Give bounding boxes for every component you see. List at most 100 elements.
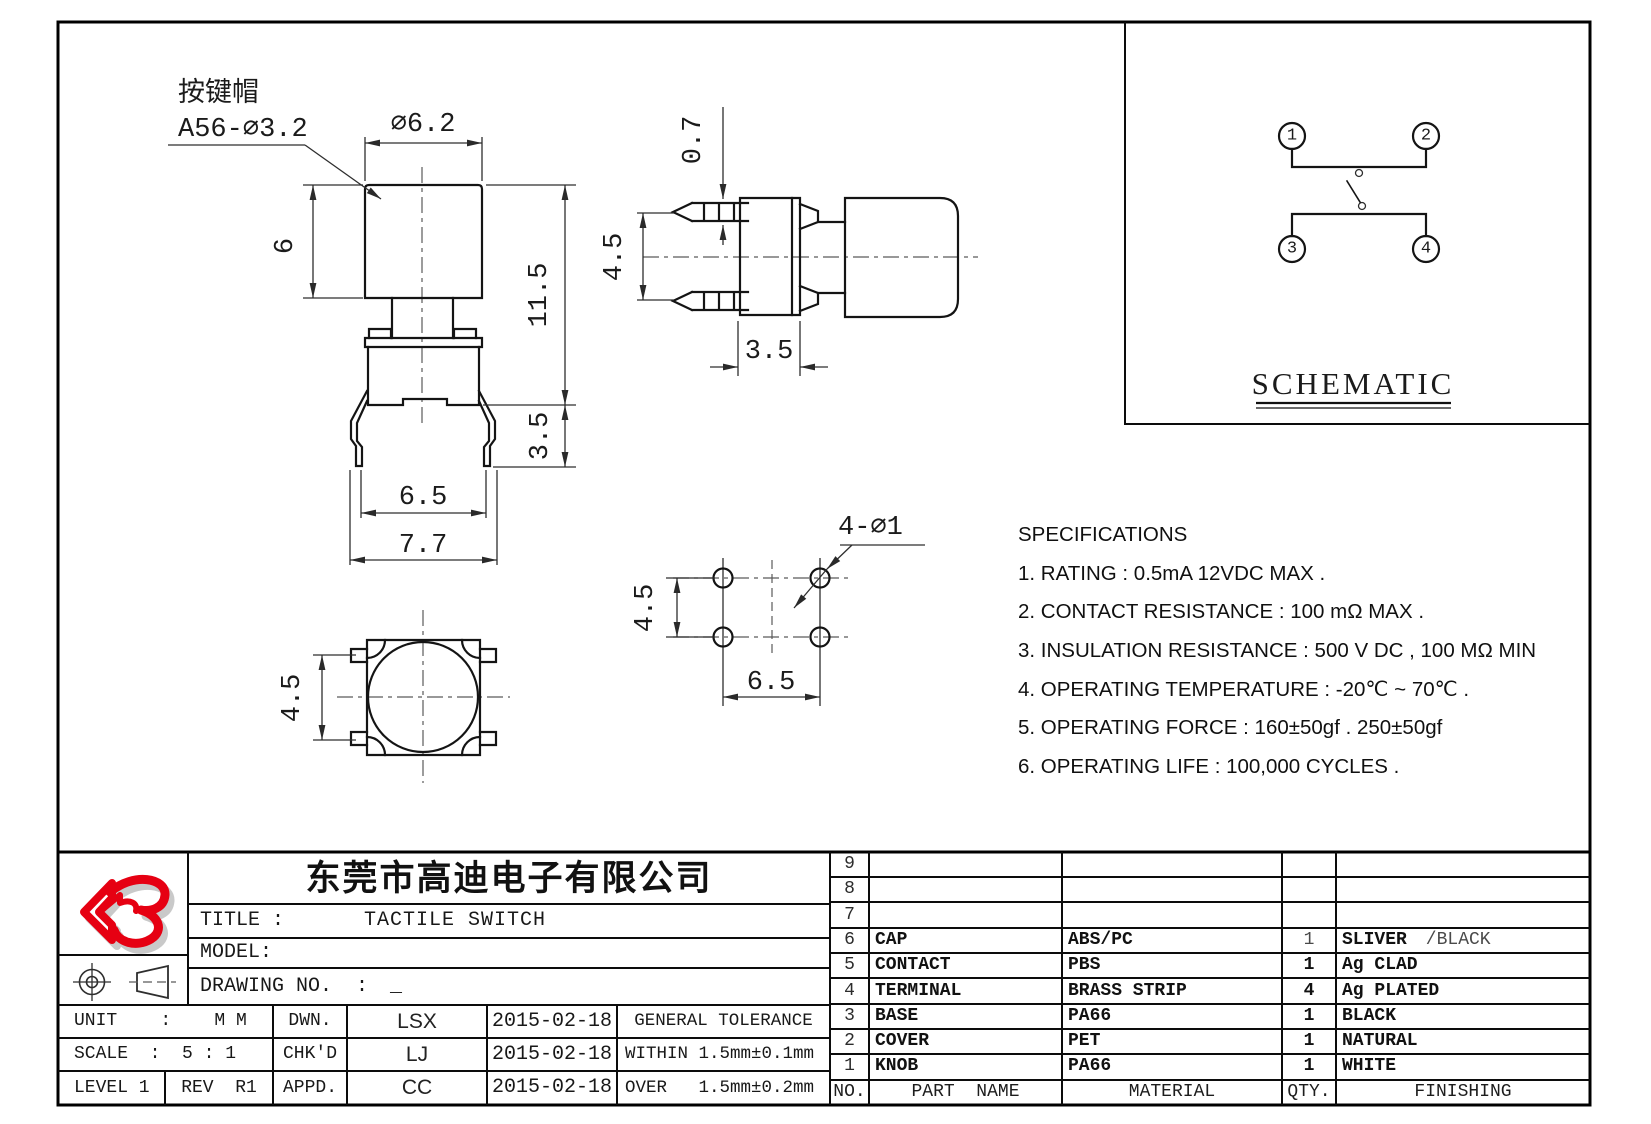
parts-row-6-cap: 6 CAP ABS/PC 1 SLIVER /BLACK <box>830 928 1590 953</box>
header-finishing: FINISHING <box>1414 1081 1512 1102</box>
part-material: PET <box>1068 1031 1101 1052</box>
part-name: TERMINAL <box>875 980 962 1001</box>
schematic-title: SCHEMATIC <box>1252 366 1455 401</box>
appd-date: 2015-02-18 <box>491 1076 613 1099</box>
part-finishing: BLACK <box>1342 1005 1397 1026</box>
parts-row-7: 7 <box>830 903 1590 928</box>
dim-total-height: 11.5 <box>525 263 555 328</box>
part-qty: 4 <box>1303 980 1315 1001</box>
part-no: 4 <box>844 980 855 1001</box>
dim-body-thickness: 3.5 <box>745 337 794 367</box>
schematic-pin-1: 1 <box>1287 127 1297 146</box>
title-value: TACTILE SWITCH <box>363 909 547 932</box>
schematic-box: 1 2 3 4 SCHEMATIC <box>1124 22 1590 425</box>
part-name: KNOB <box>875 1056 919 1077</box>
part-no: 1 <box>844 1056 855 1077</box>
dwn-date: 2015-02-18 <box>491 1010 613 1033</box>
company-logo <box>80 874 175 954</box>
dim-tab-pitch: 4.5 <box>278 674 308 723</box>
part-qty: 1 <box>1303 1056 1315 1077</box>
dim-hole-pitch-h: 6.5 <box>747 668 796 698</box>
part-no: 5 <box>844 955 855 976</box>
schematic-pin-4: 4 <box>1421 240 1431 259</box>
dim-hole-note: 4-⌀1 <box>838 513 903 543</box>
part-no: 9 <box>844 854 855 874</box>
part-finishing: WHITE <box>1342 1056 1397 1077</box>
title-block-grid <box>58 850 1590 1105</box>
part-no: 6 <box>844 929 855 950</box>
part-name: BASE <box>875 1005 919 1026</box>
title-label: TITLE : <box>200 909 285 932</box>
dwn-name: LSX <box>397 1010 437 1033</box>
appd-label: APPD. <box>282 1078 337 1098</box>
part-material: PA66 <box>1068 1005 1112 1026</box>
header-material: MATERIAL <box>1128 1081 1216 1102</box>
parts-row-8: 8 <box>830 877 1590 902</box>
spec-item-rating: 1. RATING : 0.5mA 12VDC MAX . <box>1018 561 1326 585</box>
model-label: MODEL: <box>200 941 273 964</box>
part-qty: 1 <box>1303 929 1315 950</box>
dim-lead-length: 3.5 <box>526 412 556 461</box>
parts-row-5-contact: 5 CONTACT PBS 1 Ag CLAD <box>830 953 1590 978</box>
dim-cap-height: 6 <box>271 238 301 254</box>
part-qty: 1 <box>1303 1005 1315 1026</box>
part-no: 7 <box>844 904 855 925</box>
part-finishing-alt: /BLACK <box>1415 929 1491 950</box>
level-cell: LEVEL 1 <box>74 1078 150 1098</box>
unit-row: UNIT : M M <box>74 1011 247 1031</box>
pcb-layout-view: 4-⌀1 4.5 6.5 <box>631 513 925 706</box>
tolerance-within: WITHIN 1.5mm±0.1mm <box>625 1044 815 1064</box>
parts-row-2-cover: 2 COVER PET 1 NATURAL <box>830 1029 1590 1054</box>
specifications-block: SPECIFICATIONS 1. RATING : 0.5mA 12VDC M… <box>1018 516 1578 787</box>
scale-row: SCALE : 5 : 1 <box>74 1044 237 1064</box>
appd-name: CC <box>401 1076 433 1099</box>
parts-row-9: 9 <box>830 852 1590 877</box>
chkd-name: LJ <box>405 1043 429 1066</box>
dim-inner-width: 6.5 <box>399 483 448 513</box>
header-part-name: PART NAME <box>911 1081 1020 1102</box>
spec-item-operating-temperature: 4. OPERATING TEMPERATURE : -20℃ ~ 70℃ . <box>1018 677 1470 701</box>
part-finishing: SLIVER <box>1342 929 1407 950</box>
part-finishing: NATURAL <box>1342 1031 1418 1052</box>
part-finishing: Ag CLAD <box>1342 955 1418 976</box>
part-no: 2 <box>844 1031 855 1052</box>
spec-item-insulation-resistance: 3. INSULATION RESISTANCE : 500 V DC , 10… <box>1018 639 1537 663</box>
part-finishing: Ag PLATED <box>1342 980 1440 1001</box>
part-material: PA66 <box>1068 1056 1112 1077</box>
part-no: 3 <box>844 1005 855 1026</box>
dim-outer-width: 7.7 <box>399 531 448 561</box>
top-view: 4.5 <box>278 610 510 783</box>
tolerance-over: OVER 1.5mm±0.2mm <box>625 1078 815 1098</box>
company-name: 东莞市高迪电子有限公司 <box>305 859 713 898</box>
parts-row-1-knob: 1 KNOB PA66 1 WHITE <box>830 1054 1590 1079</box>
part-qty: 1 <box>1303 1031 1315 1052</box>
part-name: CONTACT <box>875 955 951 976</box>
dwn-label: DWN. <box>288 1011 332 1031</box>
part-name: COVER <box>875 1031 930 1052</box>
header-qty: QTY. <box>1287 1081 1331 1102</box>
parts-table-header: NO. PART NAME MATERIAL QTY. FINISHING <box>830 1080 1590 1105</box>
projection-symbol-icon <box>73 963 176 1001</box>
drawing-no-label: DRAWING NO. : <box>200 975 369 998</box>
sheet-frame <box>56 20 1592 1107</box>
spec-item-contact-resistance: 2. CONTACT RESISTANCE : 100 mΩ MAX . <box>1018 600 1425 624</box>
dim-pin-offset: 0.7 <box>679 116 709 165</box>
front-view: ⌀6.2 6 按键帽 A56-⌀3.2 11.5 3.5 6.5 7.7 <box>168 77 576 565</box>
part-name: CAP <box>875 929 908 950</box>
header-no: NO. <box>833 1081 866 1102</box>
parts-row-3-base: 3 BASE PA66 1 BLACK <box>830 1004 1590 1029</box>
dim-cap-diameter: ⌀6.2 <box>391 110 456 140</box>
spec-item-operating-force: 5. OPERATING FORCE : 160±50gf . 250±50gf <box>1018 716 1443 740</box>
dim-hole-pitch-v: 4.5 <box>631 584 661 633</box>
part-material: ABS/PC <box>1068 929 1133 950</box>
dim-pin-pitch-side: 4.5 <box>600 233 630 282</box>
chkd-date: 2015-02-18 <box>491 1043 613 1066</box>
general-tolerance-title: GENERAL TOLERANCE <box>634 1011 813 1031</box>
schematic-pin-2: 2 <box>1421 127 1431 146</box>
part-material: BRASS STRIP <box>1068 980 1187 1001</box>
cap-note-line2: A56-⌀3.2 <box>178 115 308 145</box>
drawing-no-value: _ <box>390 975 403 998</box>
parts-row-4-terminal: 4 TERMINAL BRASS STRIP 4 Ag PLATED <box>830 979 1590 1004</box>
